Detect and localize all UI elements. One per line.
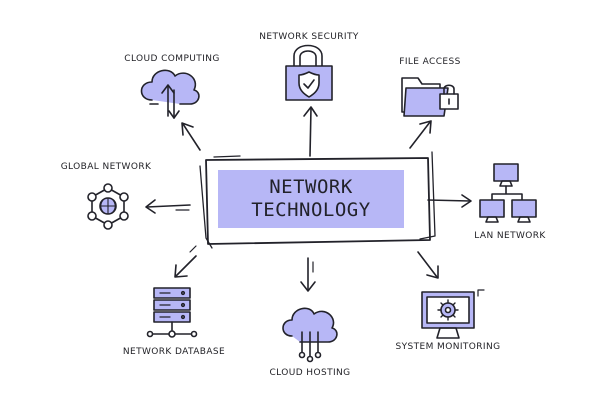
label-cloud-hosting: CLOUD HOSTING	[269, 368, 351, 378]
gear-monitor-icon	[421, 289, 485, 339]
locked-folder-icon	[401, 77, 459, 117]
arrow-to-network-database	[174, 245, 197, 278]
lan-computers-icon	[479, 163, 537, 223]
label-cloud-computing: CLOUD COMPUTING	[124, 54, 220, 64]
center-box	[199, 151, 436, 249]
arrow-to-global-network	[145, 199, 191, 214]
label-global-network: GLOBAL NETWORK	[60, 162, 152, 172]
arrow-to-file-access	[409, 120, 432, 149]
globe-network-icon	[87, 183, 129, 230]
arrow-to-system-monitoring	[417, 251, 439, 279]
server-database-icon	[146, 287, 198, 338]
center-title-line-1: NETWORK	[269, 176, 353, 198]
padlock-shield-icon	[285, 44, 333, 101]
label-lan-network: LAN NETWORK	[474, 231, 546, 241]
label-file-access: FILE ACCESS	[399, 57, 461, 67]
arrow-to-cloud-computing	[181, 122, 201, 151]
arrow-to-network-security	[303, 106, 318, 157]
cloud-upload-icon	[140, 69, 200, 119]
center-title-line-2: TECHNOLOGY	[251, 199, 371, 221]
label-system-monitoring: SYSTEM MONITORING	[395, 342, 501, 352]
label-network-security: NETWORK SECURITY	[259, 32, 359, 42]
center-title: NETWORK TECHNOLOGY	[218, 170, 404, 228]
cloud-hosting-icon	[282, 307, 338, 363]
arrow-to-lan-network	[427, 194, 472, 208]
arrow-to-cloud-hosting	[300, 257, 316, 292]
label-network-database: NETWORK DATABASE	[122, 347, 226, 357]
